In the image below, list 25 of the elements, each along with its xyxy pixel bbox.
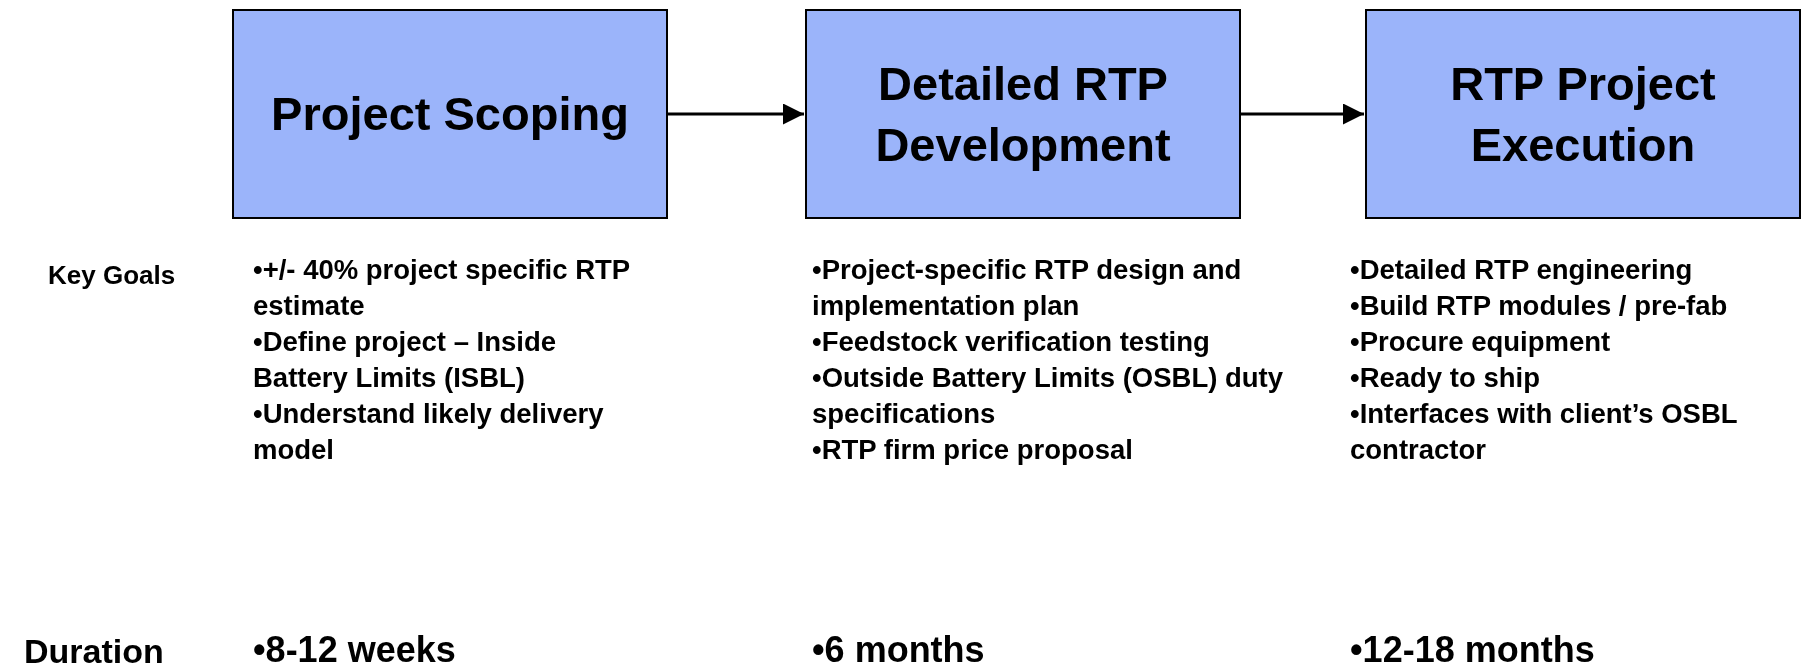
goal-bullet: •+/- 40% project specific RTP estimate <box>253 253 631 323</box>
goal-bullet: •Detailed RTP engineering <box>1350 253 1694 287</box>
duration-text: •12-18 months <box>1350 632 1595 668</box>
duration-text: •8-12 weeks <box>253 632 456 668</box>
row-label: Duration <box>24 634 164 668</box>
goal-bullet: •Interfaces with client’s OSBL contractor <box>1350 397 1739 467</box>
duration-text: •6 months <box>812 632 985 668</box>
goal-bullet: •Understand likely delivery model <box>253 397 605 467</box>
process-box <box>232 9 668 219</box>
goal-bullet: •RTP firm price proposal <box>812 433 1134 467</box>
box-title: Detailed RTP Development <box>874 55 1172 173</box>
process-box <box>1365 9 1801 219</box>
goal-bullet: •Outside Battery Limits (OSBL) duty specifications <box>812 361 1285 431</box>
goal-bullet: •Ready to ship <box>1350 361 1541 395</box>
row-label: Key Goals <box>48 262 176 288</box>
process-box <box>805 9 1241 219</box>
goal-bullet: •Feedstock verification testing <box>812 325 1211 359</box>
box-title: Project Scoping <box>270 86 630 143</box>
box-title: RTP Project Execution <box>1449 55 1717 173</box>
arrow <box>668 103 804 125</box>
goal-bullet: •Project-specific RTP design and implementation plan <box>812 253 1243 323</box>
goal-bullet: •Build RTP modules / pre-fab <box>1350 289 1729 323</box>
goal-bullet: •Procure equipment <box>1350 325 1612 359</box>
arrow <box>1241 103 1364 125</box>
goal-bullet: •Define project – Inside Battery Limits (ISBL) <box>253 325 558 395</box>
